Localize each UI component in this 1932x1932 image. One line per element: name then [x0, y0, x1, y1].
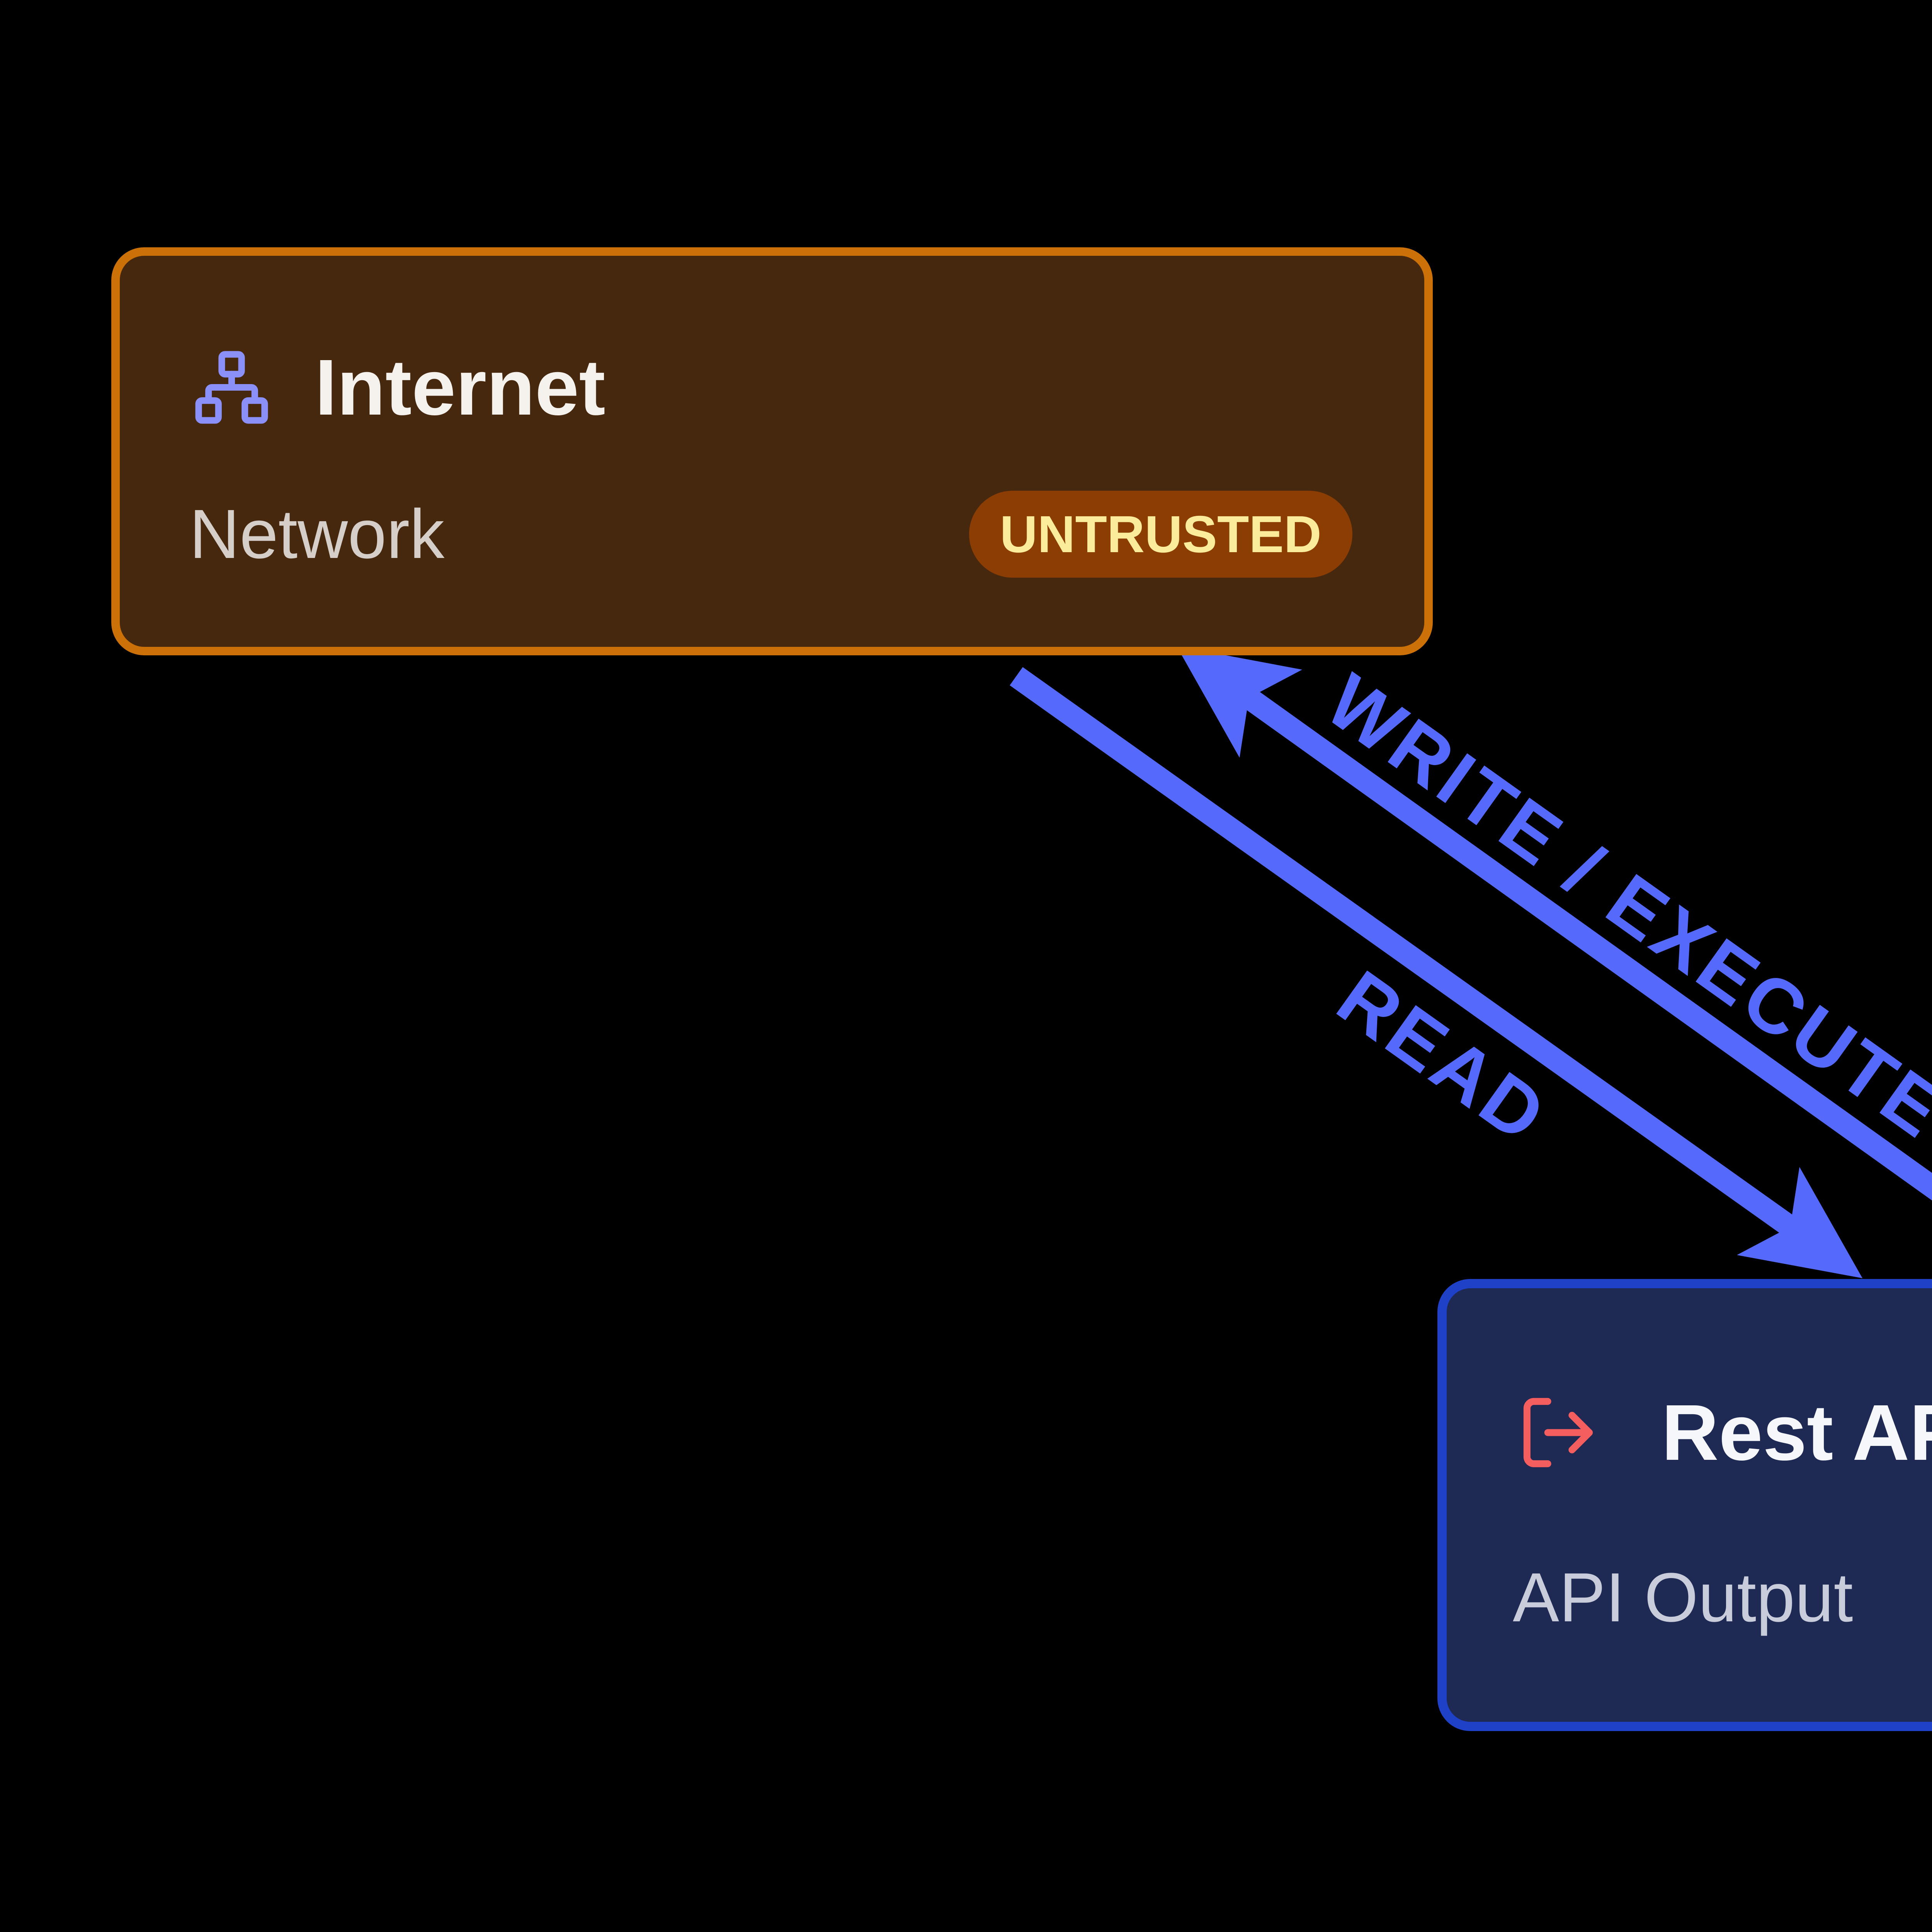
node-internet-meta-row: Network UNTRUSTED	[189, 491, 1352, 578]
node-rest-api-output[interactable]: Rest API Output API Output	[1437, 1279, 1932, 1731]
log-out-icon	[1523, 1398, 1593, 1468]
node-internet-type-label: Network	[189, 495, 445, 573]
node-internet-title: Internet	[315, 343, 605, 432]
node-rest-api-output-type-label: API Output	[1513, 1559, 1853, 1636]
edge-read-arrowhead	[1737, 1167, 1862, 1278]
node-rest-api-output-meta-row: API Output	[1513, 1555, 1932, 1641]
edge-write-execute-arrowhead	[1177, 646, 1302, 758]
node-internet-header: Internet	[192, 348, 605, 427]
network-icon	[195, 351, 268, 424]
edge-write-execute-line[interactable]	[1242, 689, 1932, 1256]
edge-write-execute[interactable]: WRITE / EXECUTE	[1177, 646, 1932, 1256]
node-rest-api-output-header: Rest API Output	[1517, 1391, 1932, 1474]
edge-read-line[interactable]	[1010, 667, 1797, 1236]
node-rest-api-output-title: Rest API Output	[1662, 1388, 1932, 1477]
untrusted-badge: UNTRUSTED	[969, 491, 1352, 578]
node-internet[interactable]: Internet Network UNTRUSTED	[111, 247, 1433, 655]
